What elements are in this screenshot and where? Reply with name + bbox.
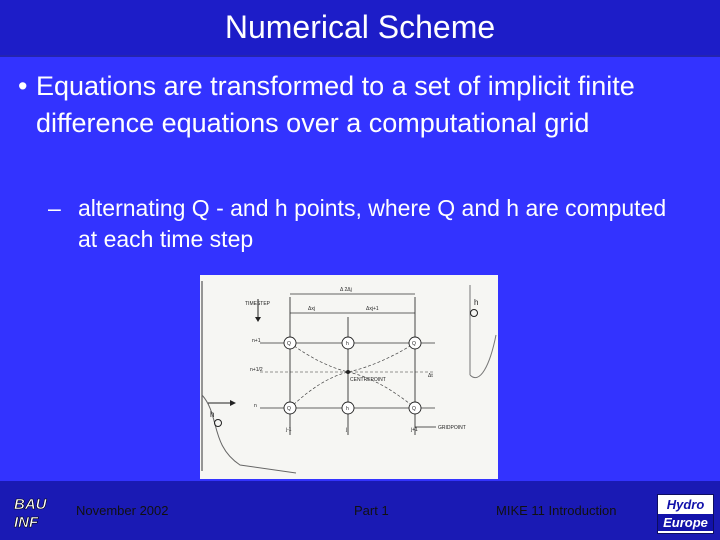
sub-bullet-mark: – bbox=[48, 195, 61, 221]
bullet-text: Equations are transformed to a set of im… bbox=[36, 71, 635, 138]
dim-label-2dx: Δ 2Δj bbox=[340, 287, 352, 293]
grid-diagram-svg: Δ 2Δj Δxj Δxj+1 TIMESTEP n+1 n+1/2 n Δt … bbox=[201, 281, 497, 474]
node-label: Q bbox=[412, 341, 416, 347]
node-label: h bbox=[346, 406, 349, 412]
logo-right-line1: Hydro bbox=[666, 497, 705, 512]
node-label: Q bbox=[287, 406, 291, 412]
bauinf-logo: BAU INF bbox=[10, 492, 60, 532]
j-label: j bbox=[345, 427, 347, 433]
j-plus-label: j+1 bbox=[410, 427, 418, 433]
slide-title: Numerical Scheme bbox=[224, 9, 496, 45]
footer-date: November 2002 bbox=[76, 503, 169, 518]
side-h-label: h bbox=[474, 298, 478, 307]
gridpoint-label: GRIDPOINT bbox=[438, 425, 466, 431]
hydro-europe-logo: Hydro Europe bbox=[657, 494, 714, 534]
dim-label-dx2: Δxj+1 bbox=[366, 306, 379, 312]
footer-part: Part 1 bbox=[354, 503, 389, 518]
bullet-mark: • bbox=[18, 71, 28, 101]
footer-course: MIKE 11 Introduction bbox=[496, 503, 617, 518]
level-nhalf-label: n+1/2 bbox=[250, 367, 263, 373]
logo-left-line1: BAU bbox=[14, 496, 48, 513]
grid-diagram: Δ 2Δj Δxj Δxj+1 TIMESTEP n+1 n+1/2 n Δt … bbox=[200, 275, 498, 479]
dim-label-dx: Δxj bbox=[308, 306, 315, 312]
node-label: h bbox=[346, 341, 349, 347]
j-minus-label: j-1 bbox=[285, 427, 292, 433]
footer-bar bbox=[0, 481, 720, 540]
logo-left-line2: INF bbox=[14, 514, 39, 531]
node-label: Q bbox=[412, 406, 416, 412]
dt-label: Δt bbox=[428, 373, 433, 379]
node-label: Q bbox=[287, 341, 291, 347]
title-bar: Numerical Scheme bbox=[0, 0, 720, 57]
bauinf-logo-icon: BAU INF bbox=[10, 492, 60, 532]
logo-right-line2: Europe bbox=[658, 514, 713, 531]
centrepoint-label: CENTREPOINT bbox=[350, 377, 386, 383]
sub-bullet-text: alternating Q - and h points, where Q an… bbox=[78, 195, 667, 252]
level-n-label: n bbox=[254, 403, 257, 409]
side-h-label-left: h bbox=[210, 410, 214, 419]
level-n1-label: n+1 bbox=[252, 338, 261, 344]
